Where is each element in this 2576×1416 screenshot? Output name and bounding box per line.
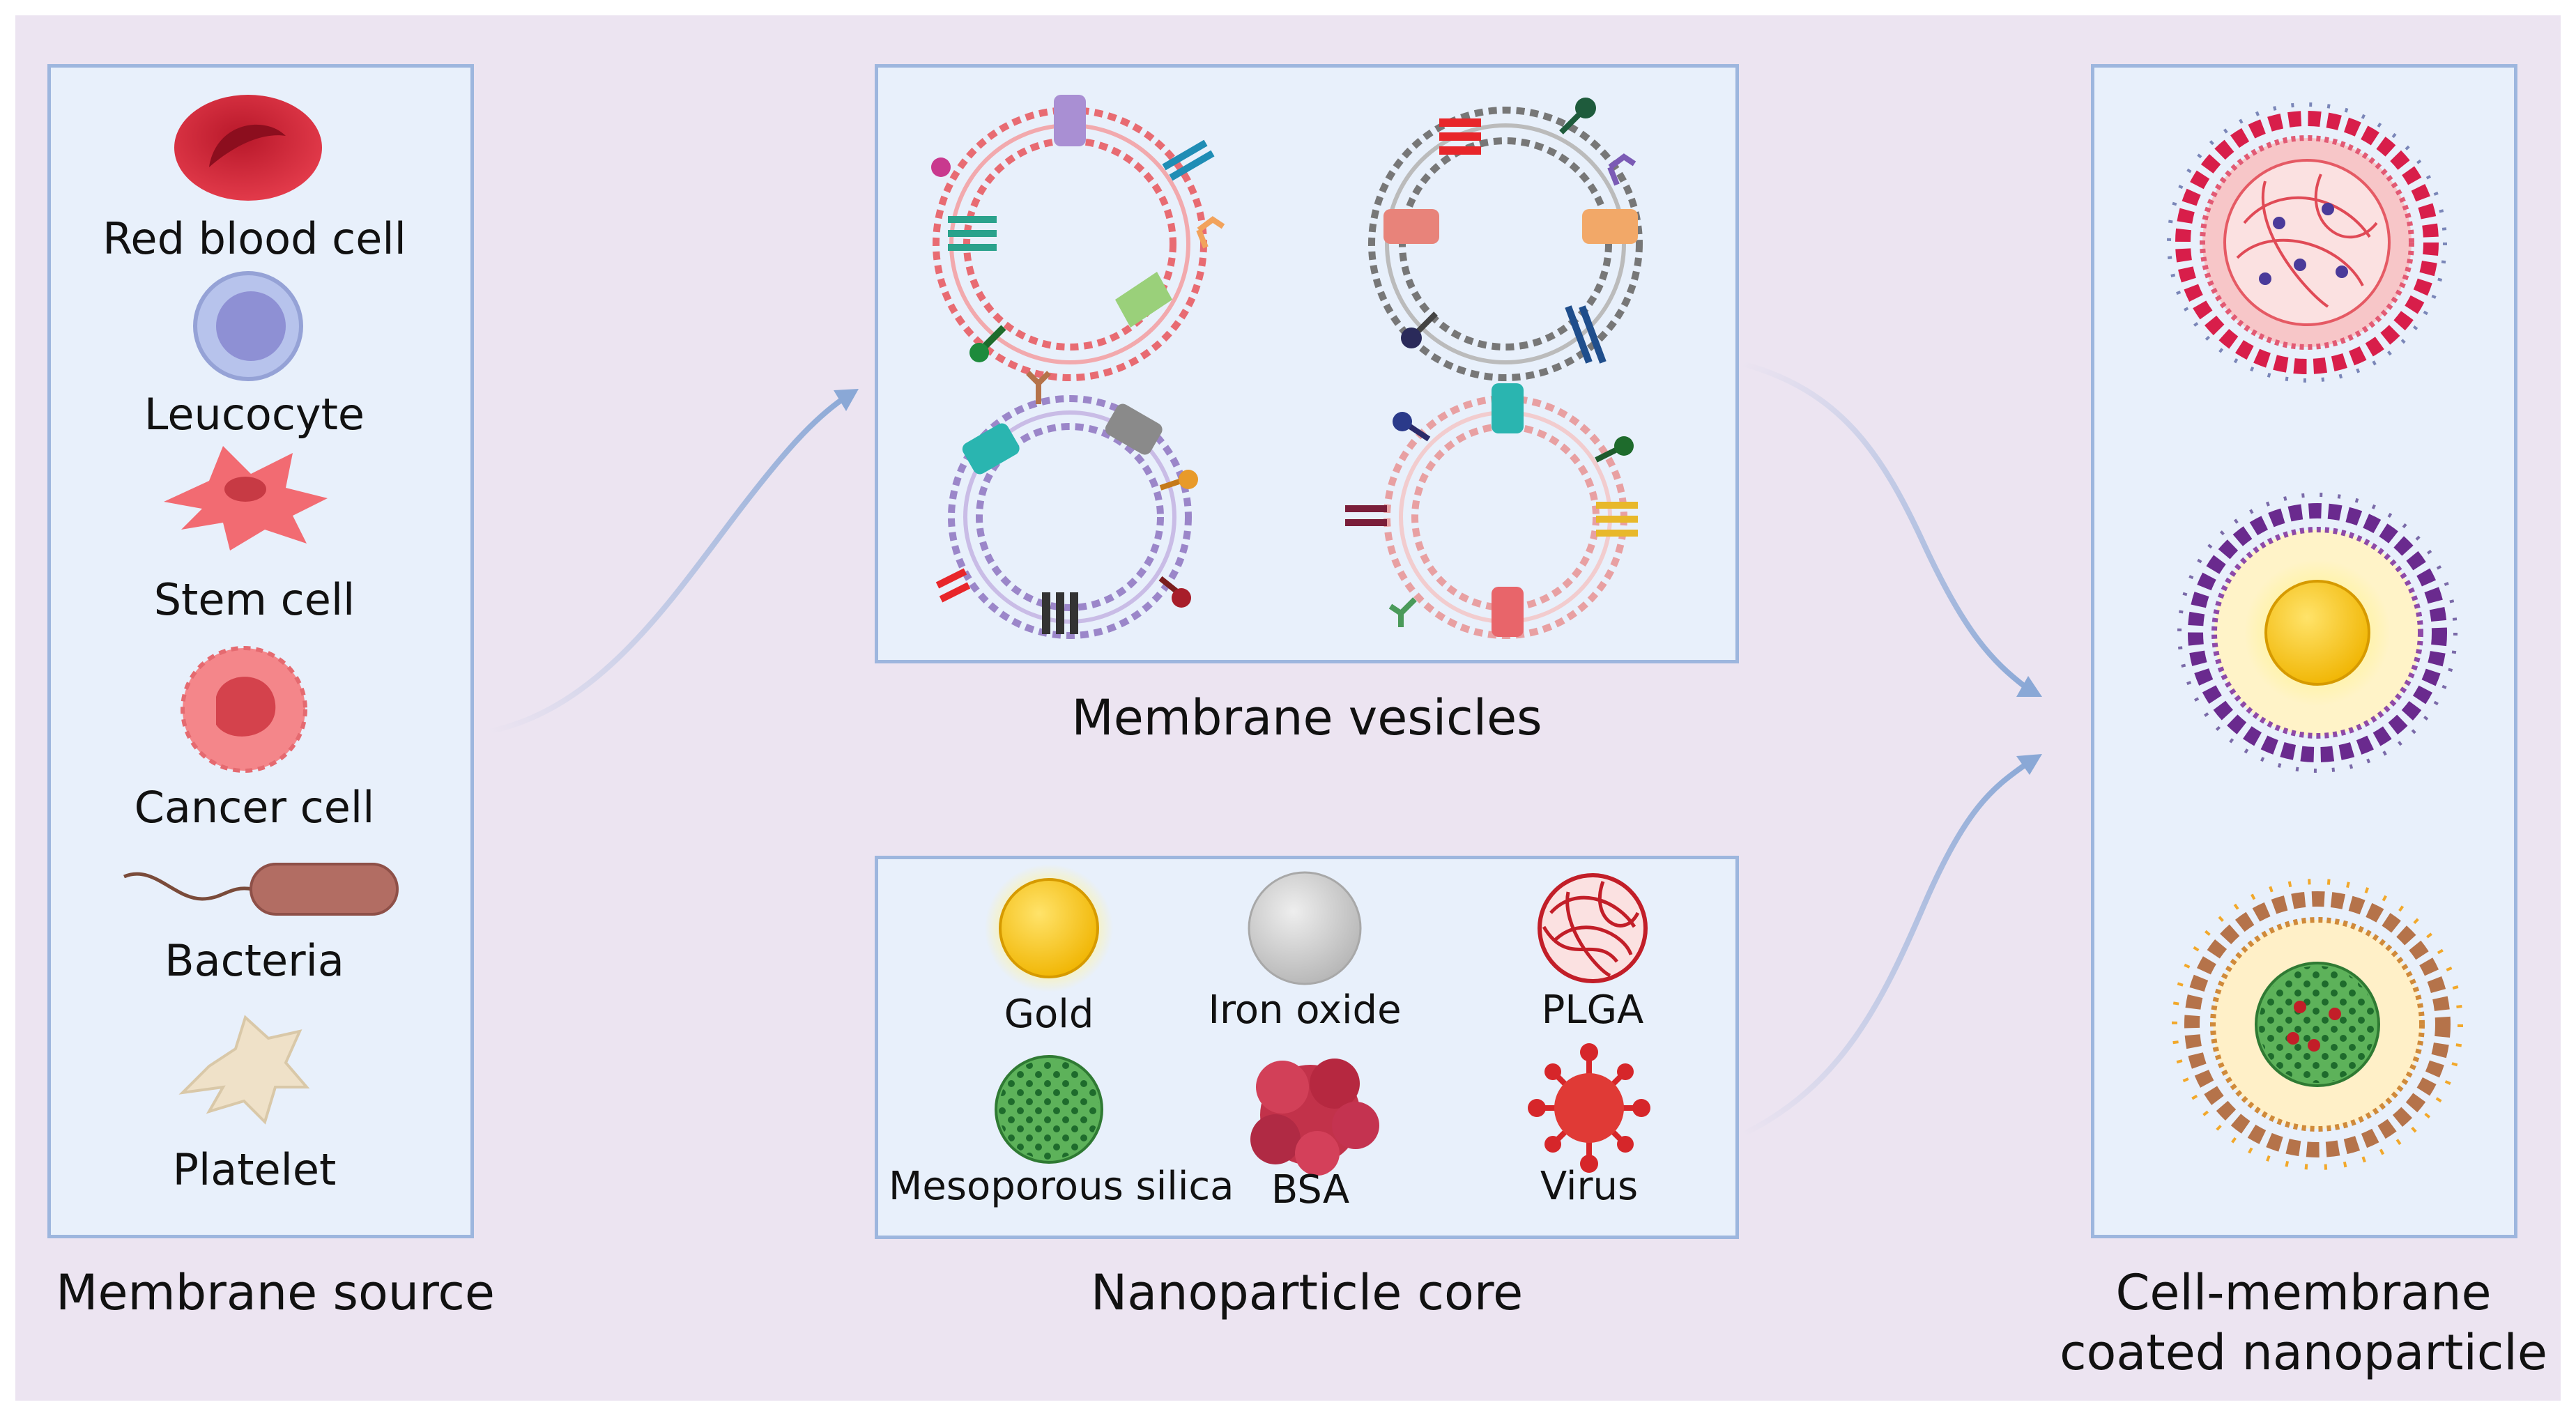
membrane-source-title: Membrane source xyxy=(56,1264,495,1321)
gold-icon xyxy=(985,864,1113,992)
core-label-mesoporous-silica: Mesoporous silica xyxy=(889,1164,1234,1209)
platelet-icon xyxy=(178,1015,310,1125)
plga-icon xyxy=(1538,873,1648,983)
core-label-plga: PLGA xyxy=(1541,987,1644,1033)
vesicle-2 xyxy=(1368,98,1643,381)
arrow-vesicles-to-coated xyxy=(1741,361,2042,697)
source-label-platelet: Platelet xyxy=(172,1144,337,1195)
stem-cell-icon xyxy=(164,446,328,551)
arrow-core-to-coated xyxy=(1741,754,2042,1137)
source-label-stem-cell: Stem cell xyxy=(153,574,355,625)
core-label-virus: Virus xyxy=(1540,1164,1639,1209)
bacteria-icon xyxy=(123,863,399,916)
source-label-leucocyte: Leucocyte xyxy=(144,389,365,440)
core-label-gold: Gold xyxy=(1004,992,1094,1037)
coated-nanoparticle-title-line1: Cell-membrane xyxy=(2115,1264,2492,1321)
cancer-cell-icon xyxy=(181,646,307,773)
nanoparticle-core-title: Nanoparticle core xyxy=(1090,1264,1524,1321)
coated-nanoparticle-gold xyxy=(2177,493,2458,773)
vesicle-4 xyxy=(1345,383,1638,639)
coated-nanoparticle-silica xyxy=(2172,879,2463,1170)
arrow-source-to-vesicles xyxy=(487,389,859,734)
core-label-bsa: BSA xyxy=(1271,1167,1350,1213)
source-label-cancer-cell: Cancer cell xyxy=(134,782,375,833)
mesoporous-silica-icon xyxy=(995,1055,1103,1164)
coated-nanoparticle-plga xyxy=(2167,102,2447,383)
iron-oxide-icon xyxy=(1248,871,1362,985)
core-label-iron-oxide: Iron oxide xyxy=(1208,987,1402,1033)
red-blood-cell-icon xyxy=(174,95,322,201)
vesicle-1 xyxy=(931,95,1225,381)
virus-icon xyxy=(1528,1043,1650,1173)
bsa-icon xyxy=(1250,1059,1379,1176)
vesicle-3 xyxy=(935,371,1198,639)
source-label-red-blood-cell: Red blood cell xyxy=(102,213,406,264)
source-label-bacteria: Bacteria xyxy=(164,935,344,986)
membrane-vesicles-title: Membrane vesicles xyxy=(1071,689,1542,746)
leucocyte-icon xyxy=(193,271,303,381)
coated-nanoparticle-title-line2: coated nanoparticle xyxy=(2060,1324,2547,1381)
